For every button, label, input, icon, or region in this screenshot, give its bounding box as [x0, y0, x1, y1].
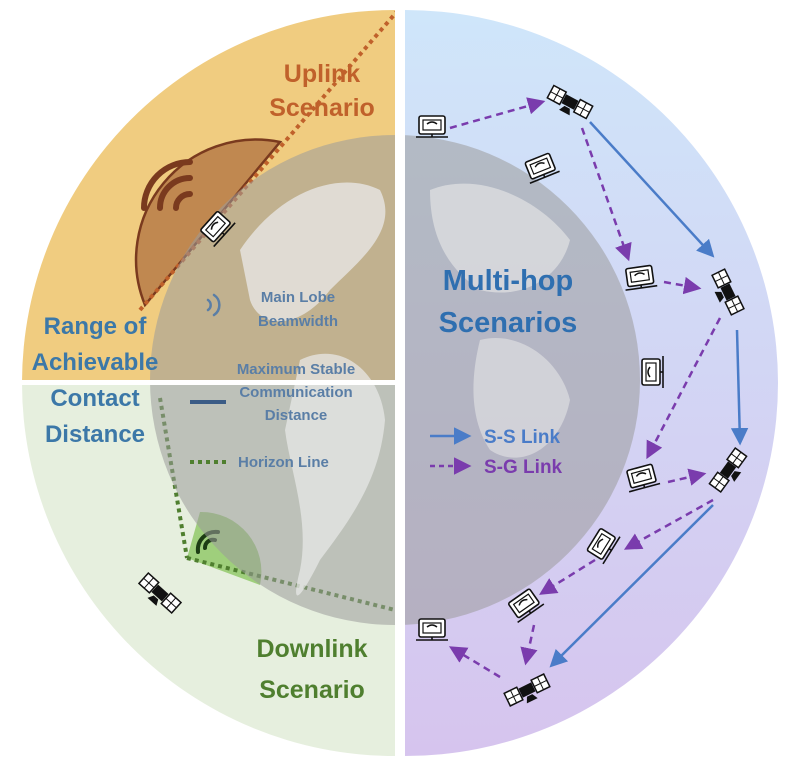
sg-link	[449, 97, 546, 130]
ground-station-icon	[415, 115, 449, 138]
range-label-line2: Achievable	[32, 349, 159, 376]
range-label-line1: Range of	[44, 313, 148, 340]
legend-main-lobe-line2: Beamwidth	[258, 313, 338, 330]
ss-link	[730, 329, 749, 446]
uplink-title-line1: Uplink	[284, 60, 360, 88]
multihop-title-line2: Scenarios	[439, 307, 578, 339]
downlink-title-line2: Scenario	[259, 676, 365, 704]
legend-ss-link-label: S-S Link	[484, 427, 560, 448]
legend-sg-link-label: S-G Link	[484, 457, 563, 478]
legend-main-lobe-line1: Main Lobe	[261, 289, 335, 306]
ss-link	[549, 504, 714, 668]
signal-waves-icon	[141, 159, 193, 211]
ground-station-icon	[415, 618, 449, 641]
sg-link	[623, 498, 714, 550]
divider-horizontal	[0, 380, 400, 385]
sg-link	[646, 317, 722, 460]
range-label-line3: Contact	[50, 385, 139, 412]
sg-link	[580, 127, 632, 262]
legend-horizon-label: Horizon Line	[238, 454, 329, 471]
sg-link	[539, 558, 596, 595]
ground-station-icon	[641, 355, 664, 389]
sg-link	[663, 276, 702, 295]
multihop-title-line1: Multi-hop	[443, 265, 573, 297]
sg-link	[520, 624, 538, 666]
legend-max-stable-line2: Communication	[239, 384, 352, 401]
sg-link	[449, 646, 501, 679]
range-label-line4: Distance	[45, 421, 145, 448]
sg-link	[667, 468, 707, 486]
uplink-title-line2: Scenario	[269, 94, 375, 122]
legend-max-stable-line1: Maximum Stable	[237, 361, 355, 378]
ss-links	[549, 121, 749, 668]
ss-link	[589, 121, 715, 258]
legend-max-stable-line3: Distance	[265, 407, 328, 424]
downlink-title-line1: Downlink	[256, 635, 367, 663]
sg-links	[449, 97, 722, 679]
legend-main-lobe-symbol	[206, 293, 221, 317]
